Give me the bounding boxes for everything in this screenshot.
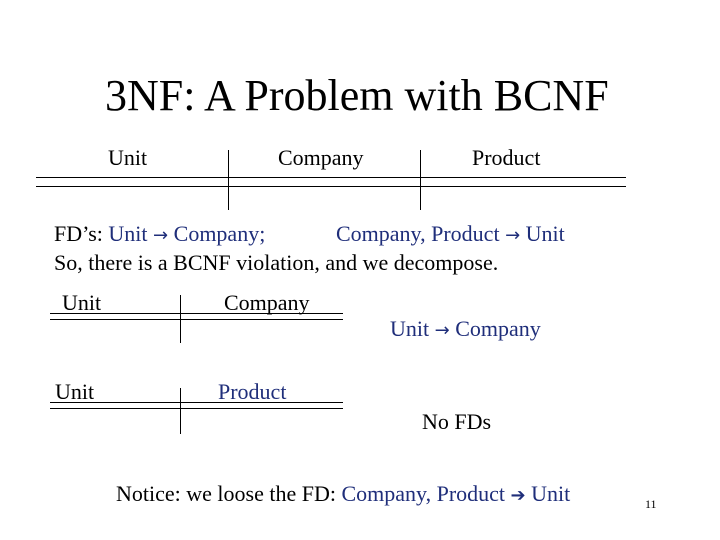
table-rule-bottom (50, 319, 343, 320)
column-divider (180, 388, 181, 434)
column-header-unit: Unit (62, 290, 102, 315)
arrow-icon: → (434, 320, 450, 341)
column-header-product: Product (472, 145, 541, 170)
fd2-lhs: Company, Product (336, 221, 500, 246)
arrow-icon: → (505, 225, 521, 246)
notice-text: Notice: we loose the FD: Company, Produc… (116, 481, 570, 509)
column-header-unit: Unit (55, 379, 95, 404)
fd-lhs: Unit (390, 316, 430, 341)
column-header-product: Product (218, 379, 287, 404)
fd-prefix: FD’s: (54, 221, 103, 246)
column-header-company: Company (224, 290, 310, 315)
arrow-icon: ➔ (510, 485, 526, 506)
notice-prefix: Notice: we loose the FD: (116, 481, 336, 506)
table-rule-top (50, 402, 343, 403)
fd-line: FD’s: Unit → Company; (54, 221, 265, 249)
page-number: 11 (645, 497, 657, 511)
arrow-icon: → (153, 225, 169, 246)
fd-rhs: Company (455, 316, 541, 341)
column-header-unit: Unit (108, 145, 148, 170)
table-rule-top (50, 313, 343, 314)
column-divider (420, 150, 421, 210)
bcnf-violation-text: So, there is a BCNF violation, and we de… (54, 250, 499, 275)
column-header-company: Company (278, 145, 364, 170)
column-divider (228, 150, 229, 210)
page-title: 3NF: A Problem with BCNF (105, 71, 609, 120)
fd2-line: Company, Product → Unit (336, 221, 565, 249)
table-rule-bottom (36, 186, 626, 187)
notice-fd-rhs: Unit (531, 481, 571, 506)
fd1-lhs: Unit (108, 221, 148, 246)
table-rule-bottom (50, 408, 343, 409)
notice-fd-lhs: Company, Product (341, 481, 506, 506)
fd1-rhs: Company; (173, 221, 266, 246)
fd2-rhs: Unit (525, 221, 565, 246)
table-rule-top (36, 177, 626, 178)
column-divider (180, 295, 181, 343)
relation-1-fd: Unit → Company (390, 316, 541, 344)
relation-2-fd-note: No FDs (422, 409, 492, 434)
